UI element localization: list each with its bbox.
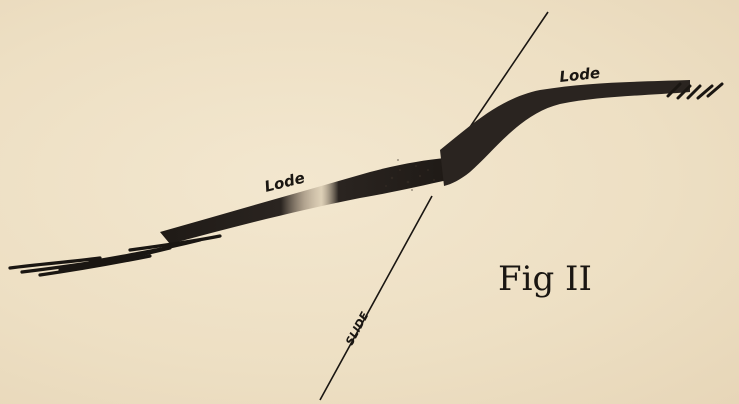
lode-body-left [160, 158, 448, 244]
lode-label-lower: Lode [263, 169, 307, 196]
figure-caption: Fig II [498, 259, 592, 299]
slide-label: SLIDE [343, 309, 371, 347]
lode-hatching-left [10, 236, 220, 275]
lode-body-right [440, 80, 690, 186]
lode-label-upper: Lode [559, 64, 601, 86]
